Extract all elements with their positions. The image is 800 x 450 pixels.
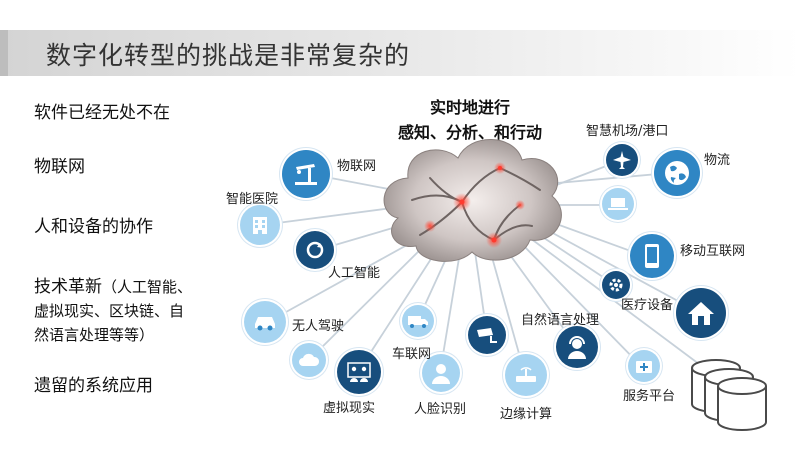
center-heading: 实时地进行 感知、分析、和行动: [360, 95, 580, 145]
node-label-vr: 虚拟现实: [323, 401, 376, 416]
truck-icon: [402, 305, 434, 337]
center-heading-line1: 实时地进行: [429, 98, 510, 117]
medical-box-icon: [628, 350, 660, 382]
node-label-driverless: 无人驾驶: [292, 319, 345, 334]
building-icon: [240, 205, 280, 245]
mobile-phone-icon: [630, 234, 674, 278]
cloud-icon: [292, 343, 326, 377]
node-label-service-platform: 服务平台: [623, 389, 676, 404]
database-icon: [691, 359, 767, 431]
laptop-icon: [602, 188, 634, 220]
house-icon: [676, 288, 726, 338]
challenge-software: 软件已经无处不在: [34, 103, 170, 123]
node-label-face-recognition: 人脸识别: [414, 402, 467, 417]
car-icon: [244, 301, 286, 343]
node-label-medical-device: 医疗设备: [621, 298, 674, 313]
node-label-mobile-internet: 移动互联网: [680, 244, 746, 259]
node-label-ai: 人工智能: [328, 266, 381, 281]
node-label-iot: 物联网: [337, 159, 377, 174]
challenge-tech-detail-1: （人工智能、: [102, 278, 193, 296]
node-label-smart-airport: 智慧机场/港口: [586, 124, 669, 139]
people-icon: [337, 350, 381, 394]
node-label-edge-computing: 边缘计算: [500, 407, 553, 422]
challenge-collaboration: 人和设备的协作: [34, 217, 153, 237]
challenge-legacy: 遗留的系统应用: [34, 376, 153, 396]
page-title: 数字化转型的挑战是非常复杂的: [46, 41, 411, 70]
challenge-tech-detail-3: 然语言处理等等）: [34, 326, 155, 344]
node-label-vehicle-net: 车联网: [392, 347, 432, 362]
center-heading-line2: 感知、分析、和行动: [397, 123, 542, 142]
challenge-iot: 物联网: [34, 157, 85, 177]
router-icon: [505, 354, 547, 396]
neuron-cloud-image: [383, 139, 562, 262]
challenge-tech-innovation: 技术革新（人工智能、 虚拟现实、区块链、自 然语言处理等等）: [34, 275, 192, 347]
node-label-smart-hospital: 智能医院: [226, 192, 279, 207]
oil-pump-icon: [282, 150, 330, 198]
airplane-icon: [606, 144, 638, 176]
recycle-icon: [296, 231, 334, 269]
headset-agent-icon: [556, 326, 598, 368]
person-icon: [422, 354, 460, 392]
title-accent: [0, 30, 8, 76]
globe-icon: [654, 150, 700, 196]
node-label-logistics: 物流: [704, 153, 731, 168]
challenge-tech-title: 技术革新: [34, 277, 102, 297]
challenge-tech-detail-2: 虚拟现实、区块链、自: [34, 302, 185, 320]
gear-icon: [602, 271, 630, 299]
cctv-camera-icon: [468, 316, 506, 354]
title-bar: 数字化转型的挑战是非常复杂的: [0, 30, 800, 76]
node-label-nlp: 自然语言处理: [521, 313, 600, 328]
